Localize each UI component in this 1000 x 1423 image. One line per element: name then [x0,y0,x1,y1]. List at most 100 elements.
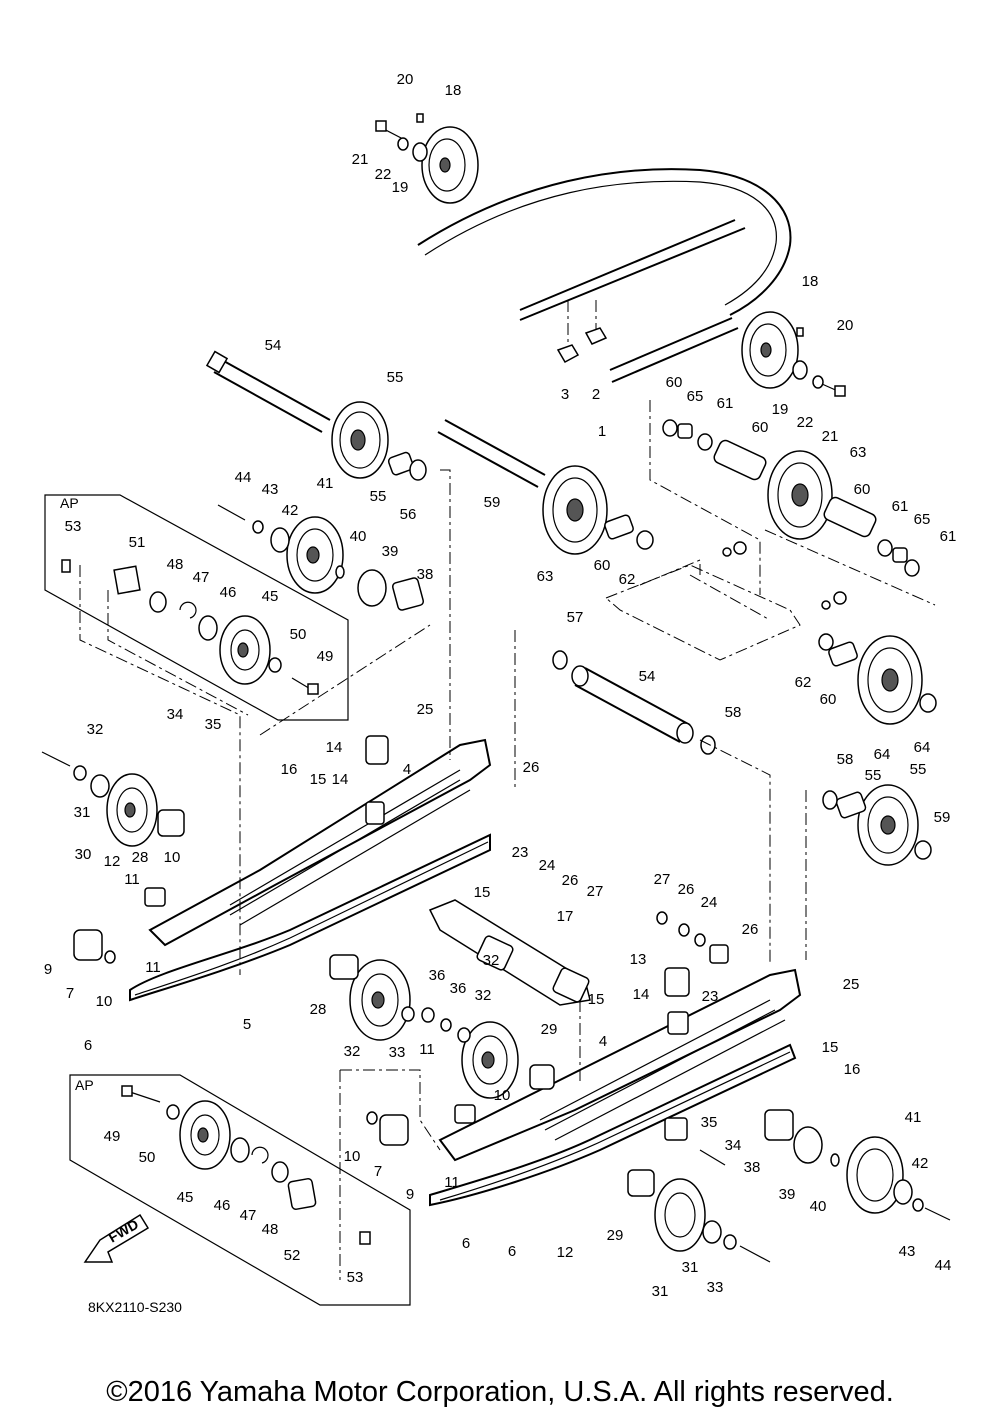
callout-11-a: 11 [124,871,140,888]
callout-56: 59 [934,809,951,826]
callout-47-lower: 49 [104,1128,121,1145]
callout-59-a: 60 [594,557,611,574]
callout-24-left: 24 [539,857,556,874]
callout-41-upper: 43 [262,481,279,498]
callout-32-a: 32 [475,987,492,1004]
callout-44-lower: 46 [214,1197,231,1214]
callout-47-upper: 49 [317,648,334,665]
callout-22-right: 22 [797,414,814,431]
callout-8-left: 9 [44,961,52,978]
callout-32-b: 33 [389,1044,406,1061]
callout-19-right: 19 [772,401,789,418]
callout-26-a: 26 [523,759,540,776]
callout-43-lower: 45 [177,1189,194,1206]
callout-28-center: 28 [310,1001,327,1018]
callout-34-right: 35 [701,1114,718,1131]
callout-6-right: 6 [462,1235,470,1252]
wheel-31-b [421,1007,519,1099]
callout-9-left: 10 [96,993,113,1010]
callout-5-right: 6 [508,1243,516,1260]
callout-8-right: 9 [406,1186,414,1203]
callout-21-right: 21 [822,428,839,445]
callout-20-top: 20 [397,71,414,88]
slide-rail-right [429,968,802,1207]
callout-28-left: 28 [132,849,149,866]
callout-60-d: 61 [940,528,957,545]
callout-21-top: 21 [352,151,369,168]
callout-5-left: 5 [243,1016,251,1033]
callout-9-right: 10 [344,1148,361,1165]
callout-48-upper: 50 [290,626,307,643]
callout-26-c: 26 [678,881,695,898]
callout-20-right: 20 [837,317,854,334]
wheel-53-top [331,401,427,481]
guide-lines [79,400,936,1280]
wheel-61-right-bottom [818,633,937,725]
callout-labels: 20 18 21 22 19 18 20 19 22 21 3 2 1 54 5… [44,71,957,1315]
callout-36-right: 38 [744,1159,761,1176]
diagram-code: 8KX2110-S230 [88,1299,182,1315]
callout-27-right: 27 [654,871,671,888]
callout-61-b: 63 [537,568,554,585]
callout-4-left: 4 [403,761,411,778]
callout-13-left: 14 [326,739,343,756]
callout-61-c: 64 [874,746,891,763]
callout-42-right: 44 [935,1257,952,1274]
ap-box-lower [69,1074,411,1306]
callout-34-left: 35 [205,716,222,733]
callout-61-a: 63 [850,444,867,461]
callout-39-upper: 41 [317,475,334,492]
wheel-29-left [41,751,158,847]
bracket-2-3 [556,300,608,364]
callout-46-lower: 48 [262,1221,279,1238]
callout-11-b: 11 [145,959,161,976]
callout-14-right: 14 [633,986,650,1003]
wheel-61-left [542,465,654,555]
callout-10-left: 10 [164,849,181,866]
callout-55-d: 58 [837,751,854,768]
callout-60-e: 62 [619,571,636,588]
callout-58-a: 60 [752,419,769,436]
callout-15-a: 15 [310,771,327,788]
callout-45-upper: 47 [193,569,210,586]
callout-51: 54 [265,337,282,354]
wheel-39-upper [217,504,425,611]
callout-45-lower: 47 [240,1207,257,1224]
callout-32-right: 33 [707,1279,724,1296]
wheel-61-right-top [662,419,920,577]
callout-23-right: 23 [702,988,719,1005]
callout-60-f: 62 [795,674,812,691]
callout-30-left: 31 [74,804,91,821]
callout-46-upper: 48 [167,556,184,573]
callout-52: 54 [639,668,656,685]
callout-39-right: 41 [905,1109,922,1126]
callout-12-left: 12 [104,853,121,870]
callout-38-upper: 40 [350,528,367,545]
callout-53-right: 55 [910,761,927,778]
callout-23-left: 23 [512,844,529,861]
callout-28-lower: 29 [607,1227,624,1244]
callout-29-left: 30 [75,846,92,863]
callout-11-d: 11 [444,1174,460,1191]
callout-4-right: 4 [599,1033,607,1050]
callout-53-top: 55 [387,369,404,386]
callout-31-b: 32 [483,952,500,969]
callout-25-right: 25 [843,976,860,993]
copyright-notice: ©2016 Yamaha Motor Corporation, U.S.A. A… [106,1376,894,1408]
callout-7-left: 7 [66,985,74,1002]
callout-12-right: 12 [557,1244,574,1261]
rear-arm-frame [605,541,847,661]
callout-60-b: 61 [717,395,734,412]
callout-50-upper: 53 [65,518,82,535]
callout-15-d: 15 [822,1039,839,1056]
callout-37-right: 39 [779,1186,796,1203]
callout-16-right: 16 [844,1061,861,1078]
callout-28-right: 29 [541,1021,558,1038]
callout-15-c: 15 [588,991,605,1008]
callout-42-upper: 44 [235,469,252,486]
callout-63-b: 65 [914,511,931,528]
shaft-57 [437,419,546,488]
callout-58-b: 60 [854,481,871,498]
